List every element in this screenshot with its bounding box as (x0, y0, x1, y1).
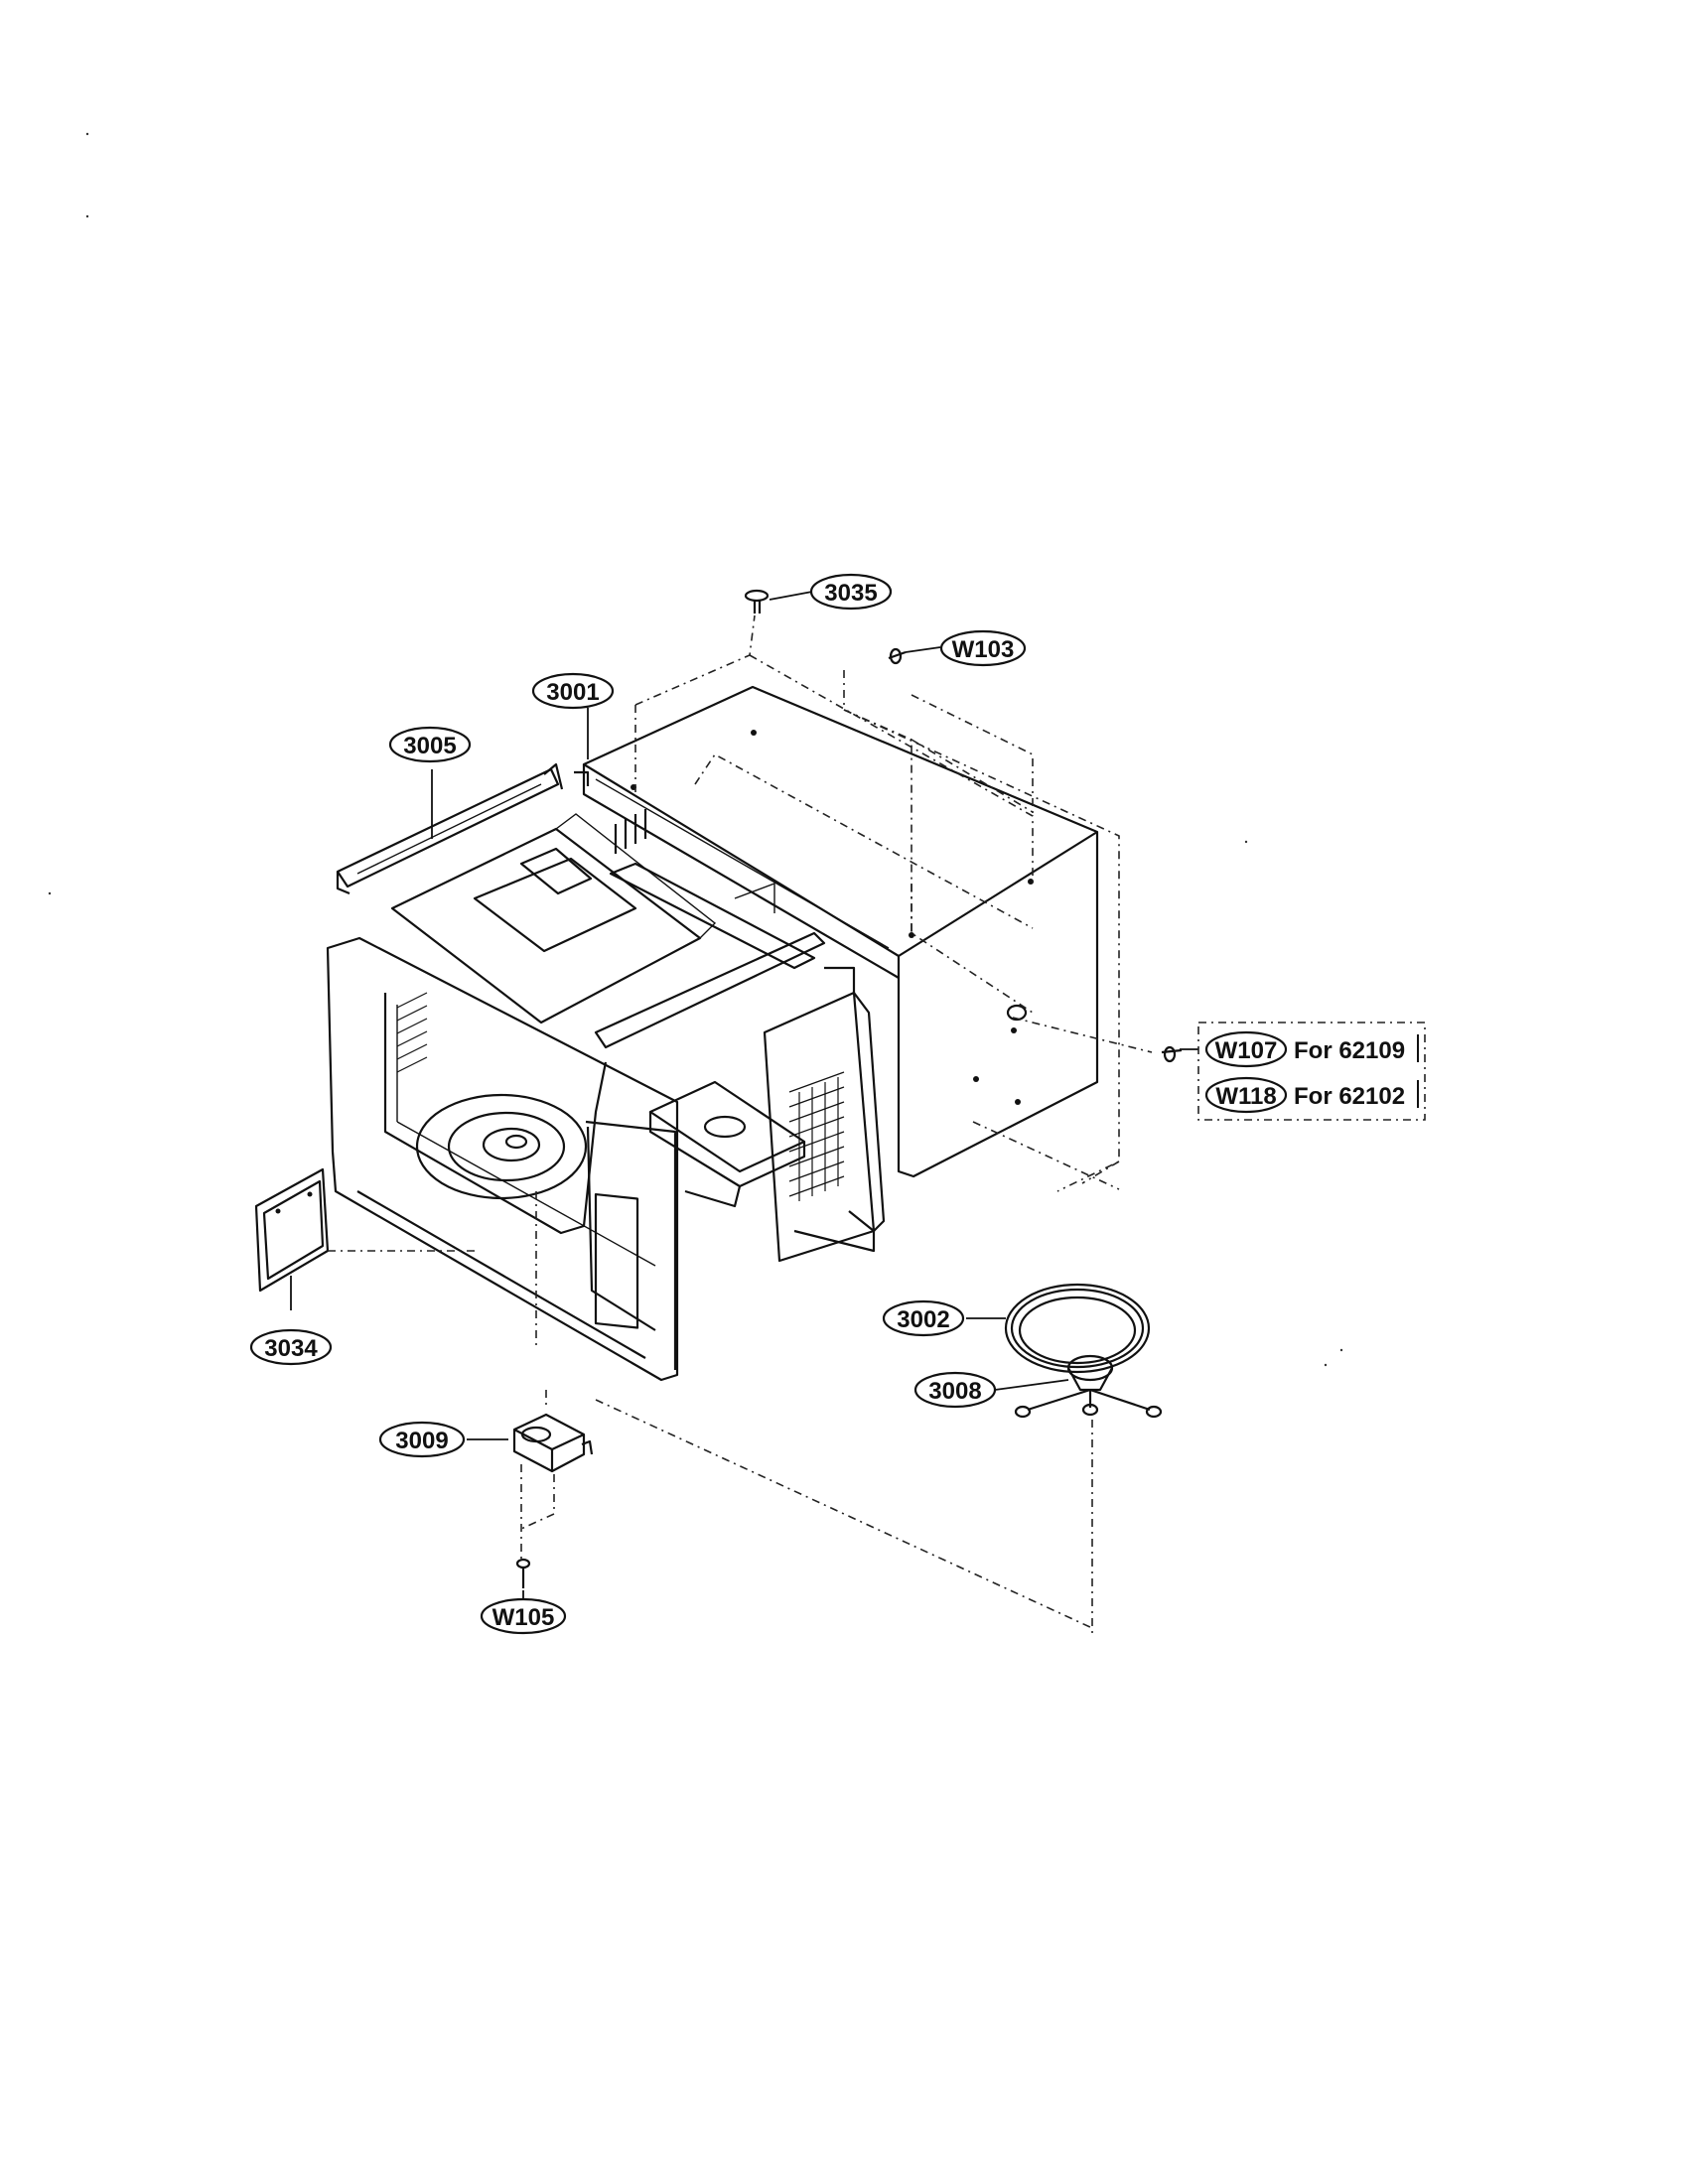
callout-label: 3002 (897, 1306, 949, 1333)
callout-label: W118 (1215, 1083, 1276, 1110)
screw-w105-part (515, 1558, 531, 1588)
callout-3002: 3002 (882, 1299, 965, 1337)
callout-label: 3034 (264, 1335, 318, 1362)
callout-w107: W107 (1204, 1030, 1288, 1068)
callout-3035: 3035 (809, 573, 893, 611)
callout-w103: W103 (939, 629, 1027, 667)
callout-leaders (290, 591, 1206, 1600)
callout-label: 3001 (546, 679, 599, 706)
screw-w103-part (888, 647, 907, 665)
callout-3001: 3001 (531, 672, 615, 710)
outer-case-3001 (574, 685, 1099, 1178)
callout-w105: W105 (480, 1597, 567, 1635)
callout-label: W107 (1215, 1037, 1278, 1064)
cover-plate-3034 (254, 1167, 330, 1293)
scan-specks (48, 132, 1343, 1367)
screw-w107-part (1161, 1045, 1183, 1063)
callout-w118: W118 (1204, 1076, 1288, 1114)
glass-tray-3002 (1004, 1283, 1151, 1374)
callout-label: W105 (492, 1604, 555, 1631)
callout-label: W103 (952, 636, 1015, 663)
model-note-62102: For 62102 (1294, 1083, 1405, 1110)
callout-label: 3005 (403, 733, 456, 759)
model-variant-box: W107 For 62109 W118 For 62102 (1197, 1022, 1426, 1121)
callout-3005: 3005 (388, 726, 472, 763)
turntable-motor-3009 (512, 1413, 594, 1473)
assembly-lines (328, 614, 1153, 1638)
screw-3035-part (744, 589, 770, 614)
callout-3009: 3009 (378, 1421, 466, 1458)
callout-3034: 3034 (249, 1328, 333, 1366)
model-note-62109: For 62109 (1294, 1037, 1405, 1064)
callout-label: 3009 (395, 1428, 448, 1454)
rail-3005 (336, 762, 564, 895)
callout-label: 3008 (928, 1378, 981, 1405)
cavity-assembly (326, 813, 886, 1382)
callout-label: 3035 (824, 580, 877, 607)
roller-guide-3008 (1014, 1354, 1163, 1419)
callout-3008: 3008 (913, 1371, 997, 1409)
